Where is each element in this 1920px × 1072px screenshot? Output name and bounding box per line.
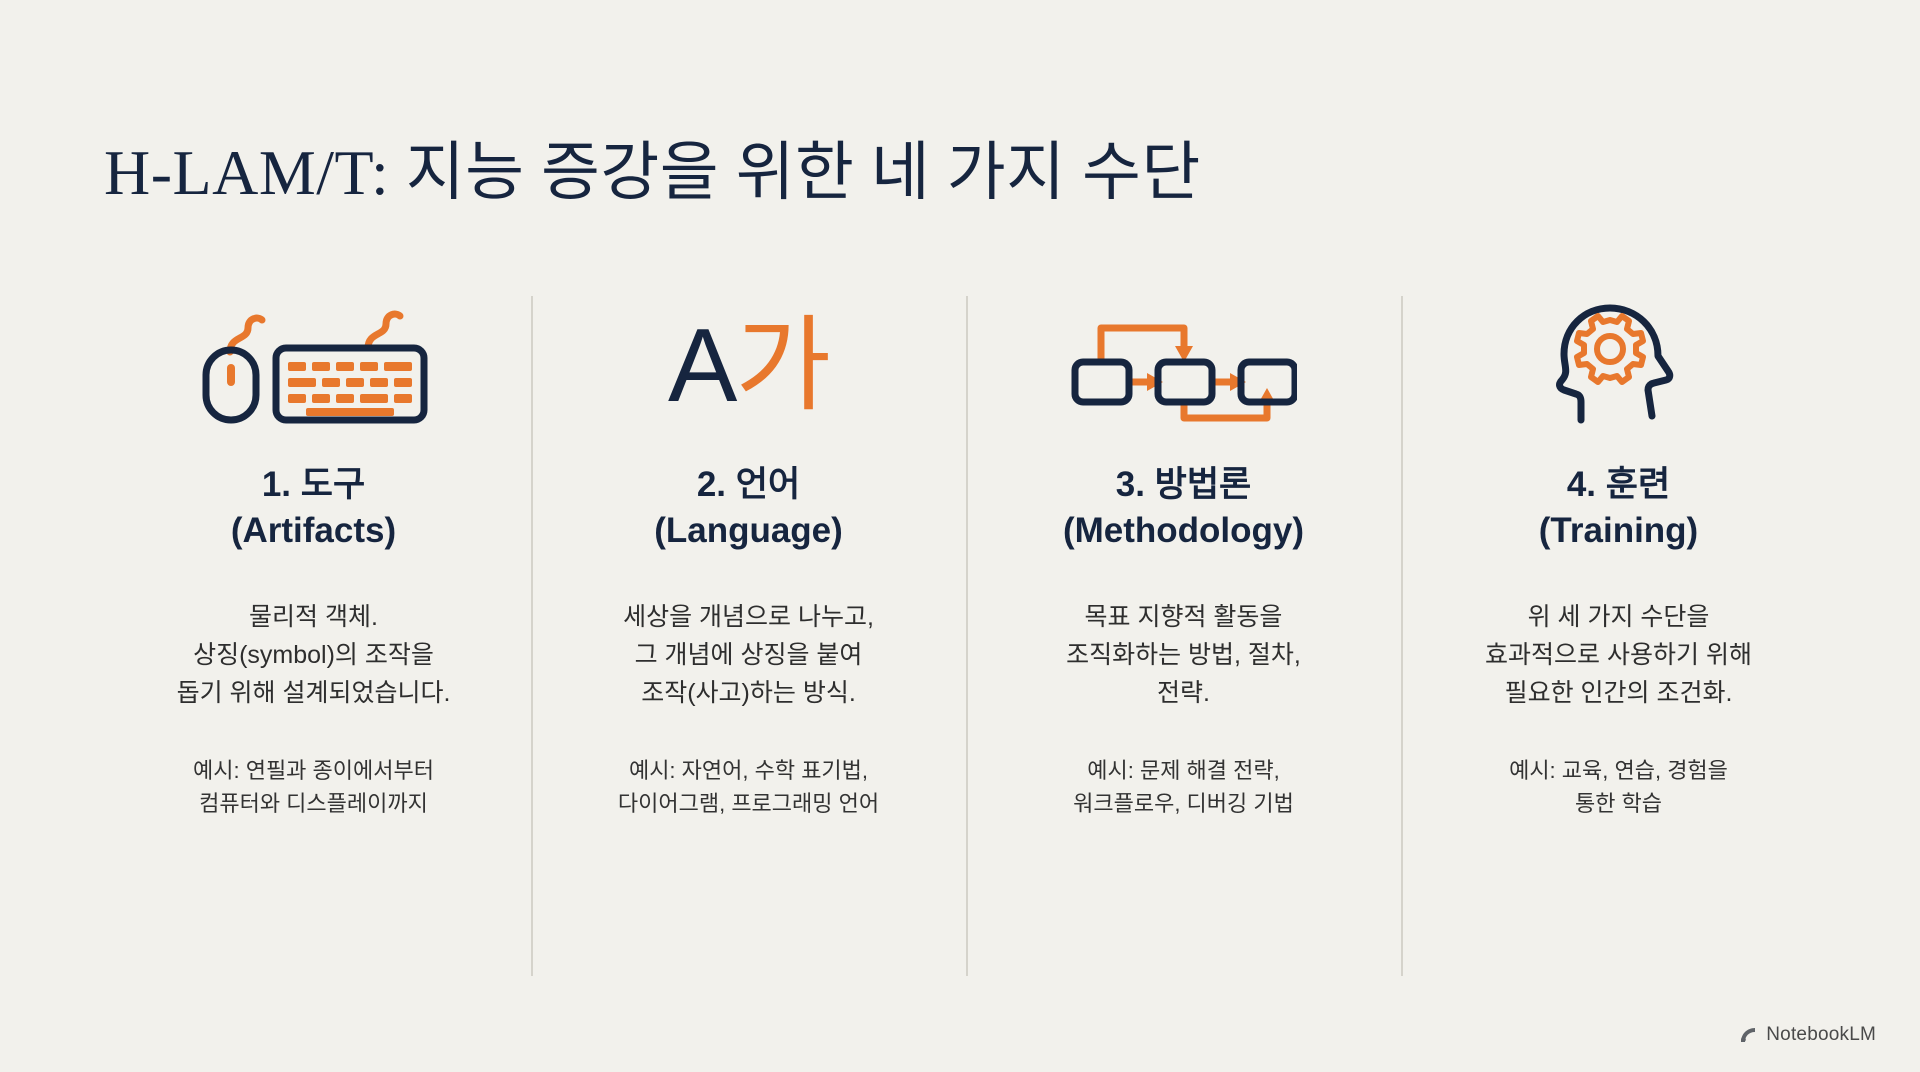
column-heading: 1. 도구 (Artifacts)	[230, 465, 397, 551]
notebooklm-label: NotebookLM	[1766, 1024, 1876, 1045]
column-methodology: 3. 방법론 (Methodology) 목표 지향적 활동을 조직화하는 방법…	[966, 296, 1401, 976]
column-body: 물리적 객체. 상징(symbol)의 조작을 돕기 위해 설계되었습니다.	[176, 603, 451, 708]
column-heading: 4. 훈련 (Training)	[1538, 465, 1699, 551]
column-example: 예시: 문제 해결 전략, 워크플로우, 디버깅 기법	[1073, 758, 1294, 817]
flowchart-icon	[1071, 296, 1297, 436]
column-example: 예시: 자연어, 수학 표기법, 다이어그램, 프로그래밍 언어	[617, 758, 880, 817]
column-heading: 3. 방법론 (Methodology)	[1062, 465, 1305, 551]
column-heading: 2. 언어 (Language)	[654, 465, 843, 551]
column-body: 세상을 개념으로 나누고, 그 개념에 상징을 붙여 조작(사고)하는 방식.	[623, 603, 874, 708]
page-title: H-LAM/T: 지능 증강을 위한 네 가지 수단	[104, 136, 1201, 208]
head-gear-icon	[1554, 296, 1684, 436]
mouse-keyboard-icon	[196, 296, 432, 436]
columns-container: 1. 도구 (Artifacts) 물리적 객체. 상징(symbol)의 조작…	[96, 296, 1836, 976]
hangul-ga-glyph: 가	[735, 308, 831, 424]
column-example: 예시: 교육, 연습, 경험을 통한 학습	[1509, 758, 1728, 817]
letter-a-glyph: A	[667, 308, 737, 424]
notebooklm-watermark: NotebookLM	[1738, 1024, 1876, 1046]
column-training: 4. 훈련 (Training) 위 세 가지 수단을 효과적으로 사용하기 위…	[1401, 296, 1836, 976]
column-artifacts: 1. 도구 (Artifacts) 물리적 객체. 상징(symbol)의 조작…	[96, 296, 531, 976]
column-body: 위 세 가지 수단을 효과적으로 사용하기 위해 필요한 인간의 조건화.	[1485, 603, 1752, 708]
column-example: 예시: 연필과 종이에서부터 컴퓨터와 디스플레이까지	[193, 758, 434, 817]
column-body: 목표 지향적 활동을 조직화하는 방법, 절차, 전략.	[1066, 603, 1301, 708]
notebooklm-logo-icon	[1738, 1025, 1758, 1045]
